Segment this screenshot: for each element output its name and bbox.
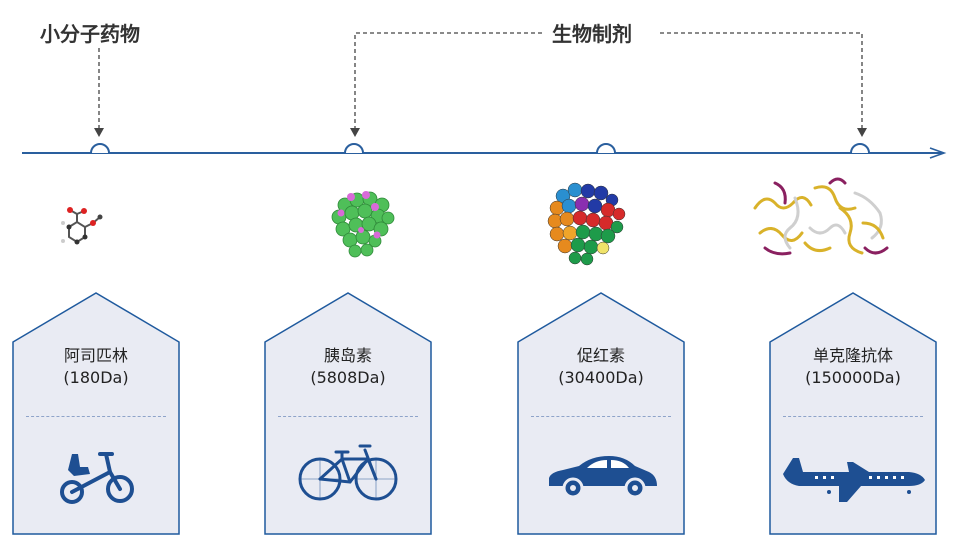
drug-name: 阿司匹林: [63, 346, 128, 365]
erythropoietin-protein: [547, 182, 626, 266]
card-divider: [278, 416, 418, 417]
small-molecule-arrowhead: [94, 128, 104, 137]
card-aspirin-background: [12, 292, 180, 535]
drug-name: 胰岛素: [323, 346, 372, 365]
biologics-arrowhead-right: [857, 128, 867, 137]
molecular-mass: (180Da): [63, 368, 129, 387]
biologics-bracket-right: [660, 32, 863, 130]
drug-name: 单克隆抗体: [812, 346, 893, 365]
balance-bike-icon: [60, 452, 134, 504]
card-insulin: 胰岛素 (5808Da): [264, 292, 432, 536]
small-molecule-heading: 小分子药物: [32, 18, 148, 47]
biologics-heading: 生物制剂: [544, 18, 640, 47]
card-insulin-background: [264, 292, 432, 535]
drug-name: 促红素: [576, 346, 625, 365]
insulin-protein: [331, 191, 395, 258]
timeline-arrowhead: [929, 147, 947, 159]
molecular-mass: (5808Da): [310, 368, 386, 387]
aspirin-molecule: [61, 207, 103, 245]
card-antibody: 单克隆抗体 (150000Da): [769, 292, 937, 536]
biologics-bracket: [354, 32, 544, 130]
car-icon: [549, 456, 657, 499]
timeline-marker-2: [344, 143, 364, 154]
airplane-icon: [783, 458, 925, 502]
molecular-mass: (30400Da): [558, 368, 644, 387]
card-epo: 促红素 (30400Da): [517, 292, 685, 536]
card-divider: [531, 416, 671, 417]
card-aspirin: 阿司匹林 (180Da): [12, 292, 180, 536]
card-divider: [783, 416, 923, 417]
timeline-marker-1: [90, 143, 110, 154]
timeline-marker-4: [850, 143, 870, 154]
card-divider: [26, 416, 166, 417]
bicycle-icon: [298, 444, 398, 501]
biologics-arrowhead-left: [350, 128, 360, 137]
timeline-marker-3: [596, 143, 616, 154]
antibody-protein: [753, 177, 889, 256]
molecular-mass: (150000Da): [805, 368, 901, 387]
